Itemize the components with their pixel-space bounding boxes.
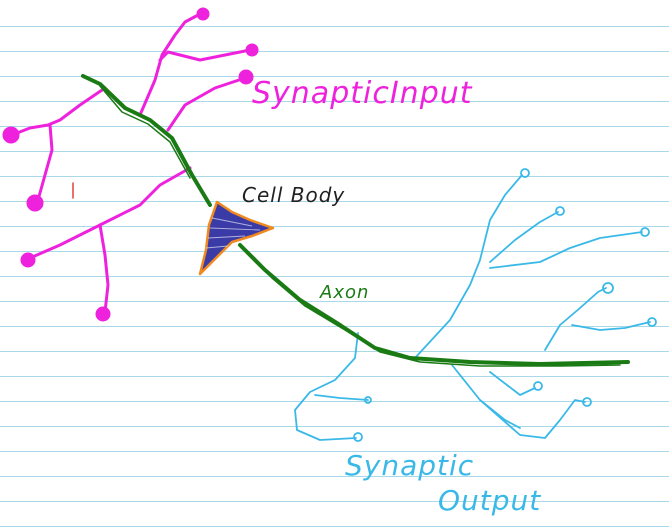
terminal-branch	[489, 231, 643, 269]
dendrite-bulb	[196, 7, 210, 21]
dendrite-bulb	[238, 69, 254, 85]
terminal-branch	[451, 364, 521, 429]
axon-terminals	[294, 168, 657, 442]
dendrite-branch	[36, 123, 54, 202]
cell-body-shape	[198, 200, 275, 276]
cell-body-hatching	[205, 217, 261, 249]
synaptic-output-label-line1: Synaptic	[345, 449, 474, 482]
dendrites	[2, 7, 259, 322]
terminal-branch	[489, 211, 559, 263]
terminal-branch	[479, 399, 586, 439]
terminal-branch	[544, 287, 607, 351]
terminal-branch	[294, 332, 359, 441]
terminal-branch	[314, 394, 369, 401]
axon-shaft	[238, 243, 630, 366]
terminal-branch	[489, 371, 536, 396]
terminal-bulb	[555, 206, 565, 216]
cell-body-label: Cell Body	[242, 183, 345, 207]
terminal-bulb	[520, 168, 530, 178]
dendrite-bulb	[2, 126, 20, 144]
terminal-branch	[571, 321, 651, 331]
terminal-bulb	[602, 282, 614, 294]
dendrite-branch	[10, 86, 107, 137]
axon	[81, 74, 630, 367]
dendrite-branch	[166, 76, 247, 132]
axon-shaft-sketch	[243, 249, 621, 367]
synaptic-output-label-line2: Output	[438, 484, 541, 517]
terminal-bulb	[647, 317, 657, 327]
synaptic-input-label: SynapticInput	[252, 76, 473, 111]
dendrite-bulb	[26, 194, 44, 212]
dendrite-branch	[98, 223, 110, 314]
terminal-bulb	[582, 397, 592, 407]
axon-trunk-sketch	[99, 85, 191, 179]
dendrite-bulb	[95, 306, 111, 322]
axon-label: Axon	[319, 282, 369, 303]
dendrite-branch	[28, 166, 192, 260]
terminal-bulb	[353, 432, 363, 442]
dendrite-branch	[138, 12, 202, 117]
dendrite-bulb	[20, 252, 36, 268]
dendrite-branch	[158, 48, 252, 62]
terminal-bulb	[640, 227, 650, 237]
axon-trunk	[81, 74, 212, 207]
cell-body	[198, 200, 275, 276]
dendrite-bulb	[245, 43, 259, 57]
terminal-branch	[414, 174, 523, 359]
terminal-bulb	[533, 381, 543, 391]
terminal-bulb	[364, 396, 372, 404]
